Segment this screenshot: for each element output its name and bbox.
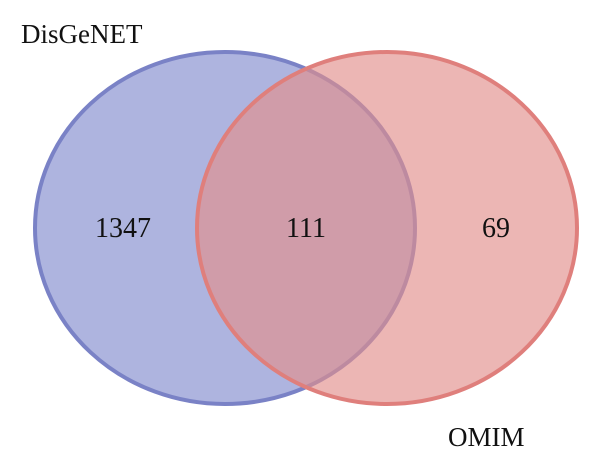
omim-circle bbox=[195, 50, 579, 406]
omim-set-label: OMIM bbox=[448, 422, 525, 452]
disgenet-only-count: 1347 bbox=[95, 213, 151, 244]
disgenet-set-label: DisGeNET bbox=[21, 19, 143, 49]
intersection-count: 111 bbox=[286, 213, 326, 244]
omim-only-count: 69 bbox=[482, 213, 510, 244]
